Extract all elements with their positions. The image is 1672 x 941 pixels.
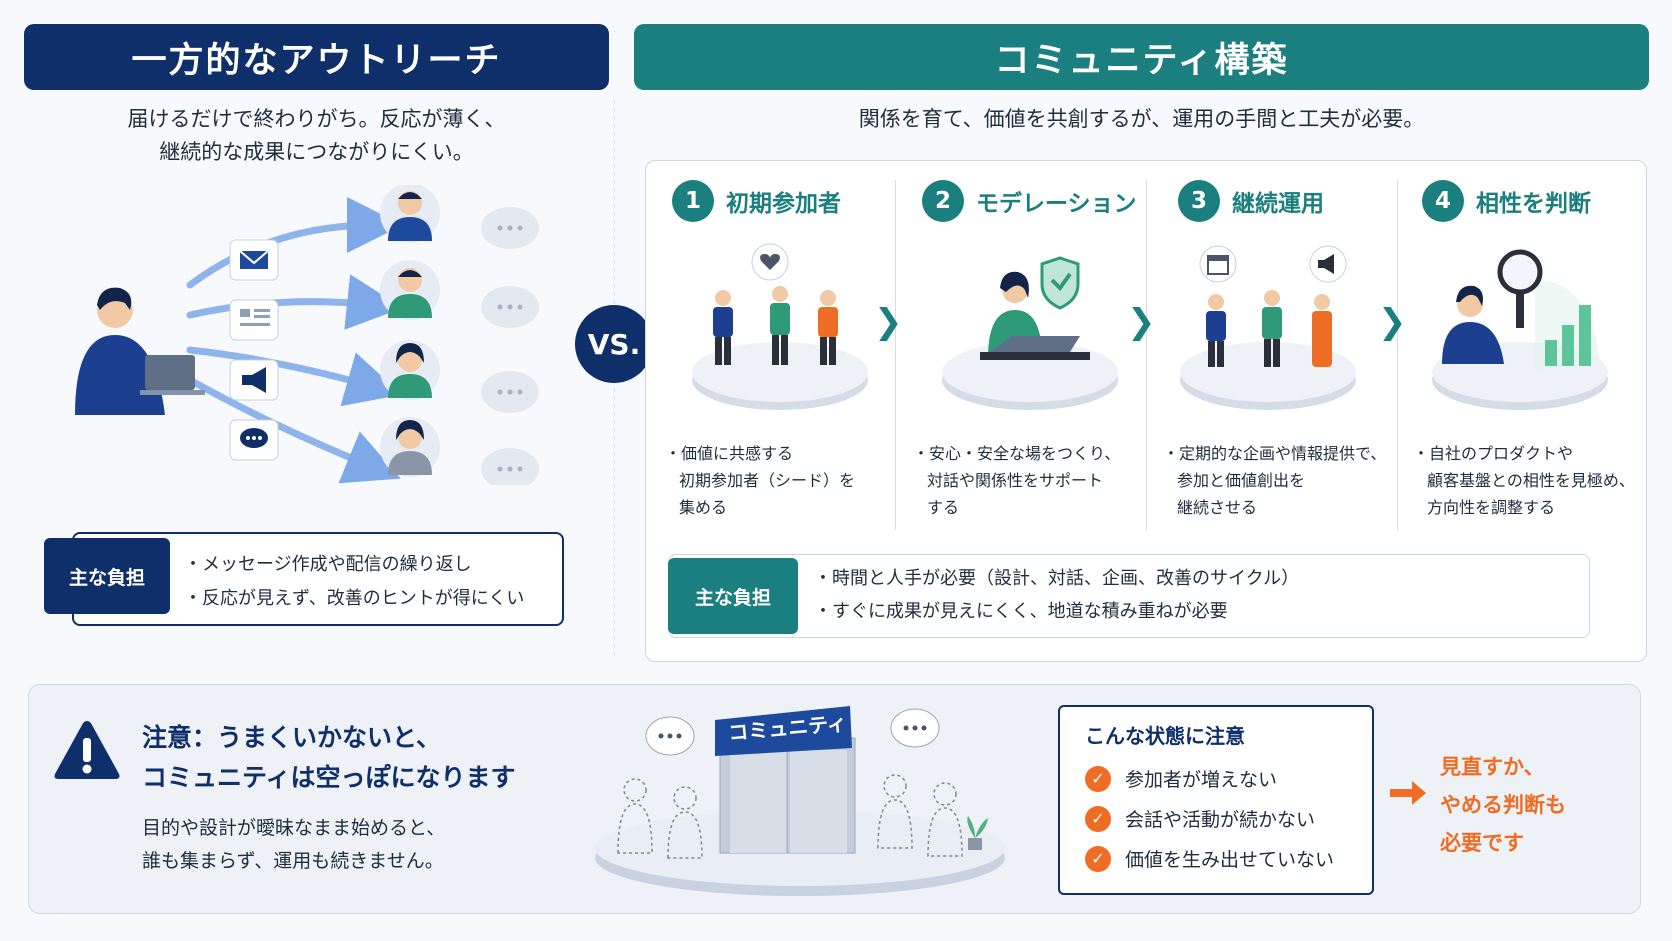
conclusion-text: 見直すか、 やめる判断も 必要です [1440,755,1566,855]
checklist-item: ✓ 会話や活動が続かない [1085,805,1315,832]
outreach-illustration [75,185,539,485]
warning-checklist-box [1058,705,1374,895]
shield-icon [1040,256,1080,310]
step-1-description: ・価値に共感する 初期参加者（シード）を 集める [665,444,856,517]
step-1-title: 初期参加者 [726,191,841,217]
warning-text: 目的や設計が曖昧なまま始めると、 誰も集まらず、運用も続きません。 [142,817,446,872]
magnifier-icon [1497,249,1543,328]
step-1-header: 1 初期参加者 [672,178,841,224]
checklist-title: こんな状態に注意 [1085,724,1245,748]
step-2-illustration [942,256,1118,410]
receivers [380,185,440,477]
step-2-number: 2 [922,180,964,222]
empty-community-illustration [595,706,1005,896]
step-2-header: 2 モデレーション [922,178,1137,224]
step-3-illustration [1180,245,1356,410]
step-3-number: 3 [1178,180,1220,222]
growth-bars-icon [1545,305,1591,366]
checklist-item: ✓ 参加者が増えない [1085,765,1277,792]
channel-icons [229,239,279,461]
left-subtitle: 届けるだけで終わりがち。反応が薄く、 継続的な成果につながりにくい。 [127,107,506,164]
megaphone-icon [1309,245,1347,283]
step-3-header: 3 継続運用 [1178,178,1324,224]
left-burden-items: ・メッセージ作成や配信の繰り返し ・反応が見えず、改善のヒントが得にくい [184,554,525,609]
warning-title: 注意：うまくいかないと、 コミュニティは空っぽになります [142,723,516,792]
step-2-title: モデレーション [976,191,1137,217]
step-separator [1146,180,1147,530]
step-4-illustration [1432,249,1608,410]
step-4-number: 4 [1422,180,1464,222]
right-burden-label: 主な負担 [668,558,798,634]
warning-icon [54,721,120,779]
check-icon: ✓ [1085,765,1111,792]
step-separator [895,180,896,530]
sender-person [75,287,205,415]
right-subtitle: 関係を育て、価値を共創するが、運用の手間と工夫が必要。 [858,107,1425,131]
empty-silhouettes [617,774,963,859]
arrow-right-icon [1390,781,1426,805]
empty-chat-bubble-icon [645,708,940,756]
left-section-title: 一方的なアウトリーチ [24,24,609,90]
step-1-illustration [692,243,868,410]
empty-reaction-bubbles [481,207,539,485]
step-4-title: 相性を判断 [1476,191,1591,217]
right-burden-box [668,554,1590,638]
step-arrow-icon: ❯ [874,302,903,342]
right-section-title: コミュニティ構築 [634,24,1649,90]
step-1-number: 1 [672,180,714,222]
left-burden-label: 主な負担 [44,538,170,614]
vs-badge: VS. [575,305,653,383]
check-icon: ✓ [1085,805,1111,832]
heart-icon [751,243,789,281]
checklist-item: ✓ 価値を生み出せていない [1085,845,1334,872]
plant-icon [967,816,988,850]
door-icon [715,706,856,854]
right-burden-items: ・時間と人手が必要（設計、対話、企画、改善のサイクル） ・すぐに成果が見えにくく… [814,568,1300,622]
step-3-description: ・定期的な企画や情報提供で、 参加と価値創出を 継続させる [1163,444,1387,517]
step-4-header: 4 相性を判断 [1422,178,1591,224]
check-icon: ✓ [1085,845,1111,872]
step-arrow-icon: ❯ [1378,302,1407,342]
step-separator [1397,180,1398,530]
calendar-icon [1199,245,1237,283]
step-2-description: ・安心・安全な場をつくり、 対話や関係性をサポート する [913,444,1121,517]
step-arrow-icon: ❯ [1127,302,1156,342]
step-4-description: ・自社のプロダクトや 顧客基盤との相性を見極め、 方向性を調整する [1413,444,1635,517]
step-3-title: 継続運用 [1232,191,1324,217]
